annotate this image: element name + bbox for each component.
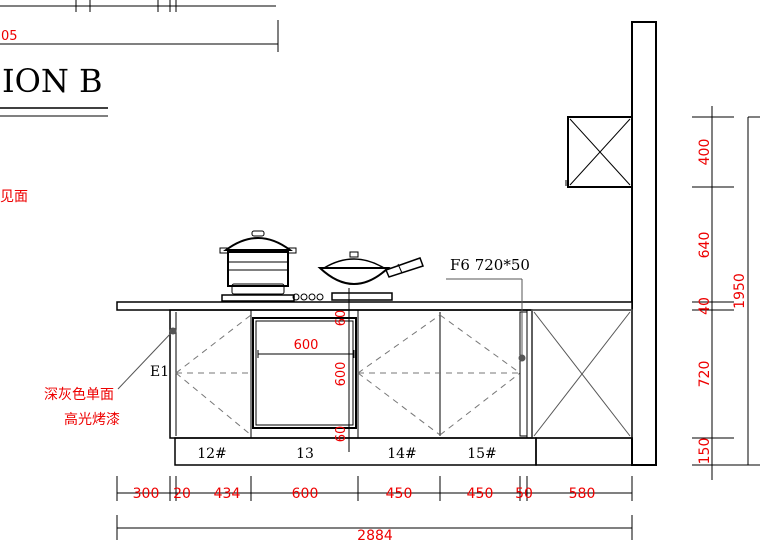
total-height-dimension: 1950 — [732, 117, 749, 465]
dim-20: 20 — [173, 486, 191, 502]
top-dimension-label: 05 — [1, 29, 18, 44]
cabinet-number-14: 14# — [387, 446, 417, 462]
top-dimension-fragment: 05 — [0, 0, 279, 52]
bottom-dimension-chain: 300 20 434 600 450 450 50 580 — [116, 476, 633, 502]
total-width-dimension: 2884 — [116, 515, 633, 540]
section-title-block: ION B — [0, 62, 108, 117]
pot-icon — [219, 230, 297, 302]
base-cabinets — [169, 309, 633, 466]
dim-300: 300 — [133, 486, 160, 502]
dim-400: 400 — [697, 139, 713, 166]
wall — [631, 21, 657, 466]
oven-dimensions: 600 60 600 60 — [257, 288, 355, 452]
tag-f6-label: F6 720*50 — [450, 256, 530, 274]
section-title: ION B — [2, 62, 103, 100]
wok-icon — [317, 251, 424, 301]
oven-height-label: 600 — [334, 362, 349, 387]
cabinet-number-13: 13 — [296, 446, 314, 462]
wall-cabinet — [565, 116, 633, 188]
hob-burners — [292, 293, 324, 301]
countertop — [116, 301, 633, 311]
oven-width-label: 600 — [294, 338, 319, 353]
dim-50: 50 — [515, 486, 533, 502]
material-note-line2: 高光烤漆 — [64, 411, 120, 428]
total-height-label: 1950 — [732, 273, 748, 309]
cabinet-number-labels: 12# 13 14# 15# — [197, 446, 497, 462]
dim-450-b: 450 — [467, 486, 494, 502]
tag-e1: E1 — [117, 327, 177, 390]
cabinet-number-12: 12# — [197, 446, 227, 462]
tag-f6: F6 720*50 — [446, 256, 530, 362]
tag-e1-label: E1 — [150, 364, 169, 380]
dim-580: 580 — [569, 486, 596, 502]
oven-bottom-gap-label: 60 — [334, 426, 349, 443]
dim-450-a: 450 — [386, 486, 413, 502]
dim-600: 600 — [292, 486, 319, 502]
total-width-label: 2884 — [357, 528, 393, 540]
dim-40: 40 — [697, 297, 713, 315]
dim-640: 640 — [697, 232, 713, 259]
cabinet-number-15: 15# — [467, 446, 497, 462]
dim-434: 434 — [214, 486, 241, 502]
oven-top-gap-label: 60 — [334, 310, 349, 327]
dim-150: 150 — [697, 438, 713, 465]
right-dimension-chain: 400 640 40 720 150 — [692, 106, 760, 480]
material-note-line1: 深灰色单面 — [44, 386, 114, 403]
dim-720: 720 — [697, 361, 713, 388]
side-material-note: 深灰色单面 高光烤漆 — [44, 386, 120, 428]
top-left-note: 见面 — [0, 189, 28, 205]
